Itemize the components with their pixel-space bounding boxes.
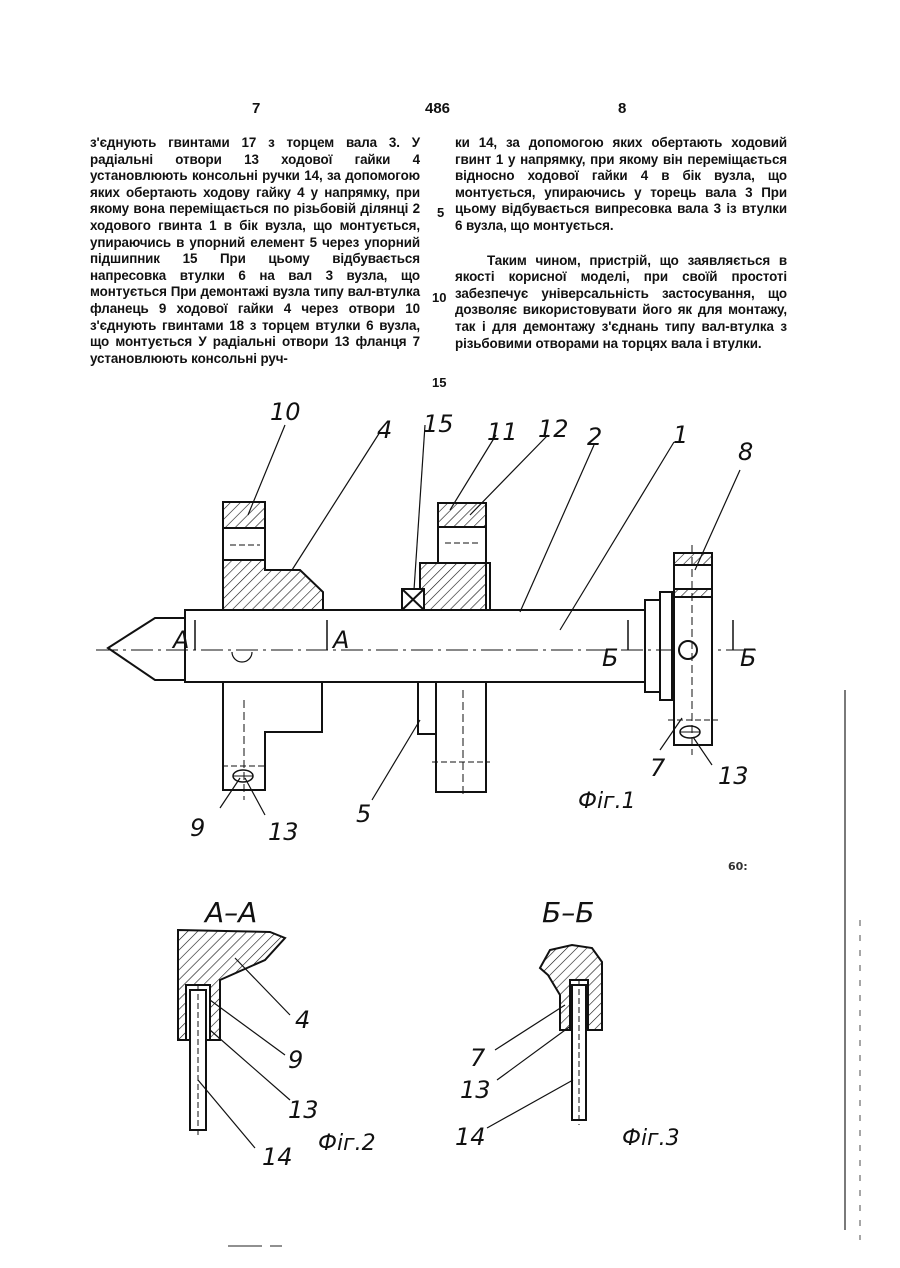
fig2-label-14: 14	[262, 1143, 293, 1171]
label-5: 5	[356, 800, 371, 828]
flange-body	[420, 563, 486, 610]
fig3-label-7: 7	[470, 1044, 486, 1072]
label-11: 11	[487, 418, 518, 446]
nut-flange-top	[223, 502, 265, 528]
flange-right-top	[674, 553, 712, 565]
figure-3	[487, 945, 602, 1128]
figure-2-title: А–А	[203, 896, 257, 929]
figure-3-caption: Фіг.3	[622, 1126, 680, 1151]
section-mark-a-right: А	[331, 626, 349, 654]
stop-element	[418, 682, 436, 734]
shaft	[185, 610, 660, 682]
label-12: 12	[538, 415, 569, 443]
label-13-left: 13	[268, 818, 299, 846]
label-15: 15	[423, 410, 454, 438]
figure-1-caption: Фіг.1	[578, 789, 636, 814]
fig2-label-4: 4	[295, 1006, 310, 1034]
section-mark-b-left: Б	[602, 644, 618, 672]
fig3-label-14: 14	[455, 1123, 486, 1151]
nut-body	[223, 560, 323, 610]
figure-2-caption: Фіг.2	[318, 1131, 376, 1156]
label-13-right: 13	[718, 762, 749, 790]
nut-flange-bottom	[223, 682, 322, 790]
label-1: 1	[673, 421, 688, 449]
scan-mark: 60:	[728, 860, 748, 873]
flange-right-body	[674, 597, 712, 745]
section-mark-a-left: А	[171, 626, 189, 654]
label-4: 4	[377, 416, 392, 444]
label-9: 9	[190, 814, 205, 842]
label-2: 2	[587, 423, 602, 451]
fig3-label-13: 13	[460, 1076, 491, 1104]
label-7: 7	[650, 754, 666, 782]
section-mark-b-right: Б	[740, 644, 756, 672]
figure-2	[178, 930, 290, 1148]
fig2-label-13: 13	[288, 1096, 319, 1124]
label-10: 10	[270, 398, 301, 426]
figure-3-title: Б–Б	[542, 896, 594, 929]
fig2-label-9: 9	[288, 1046, 303, 1074]
label-8: 8	[738, 438, 753, 466]
